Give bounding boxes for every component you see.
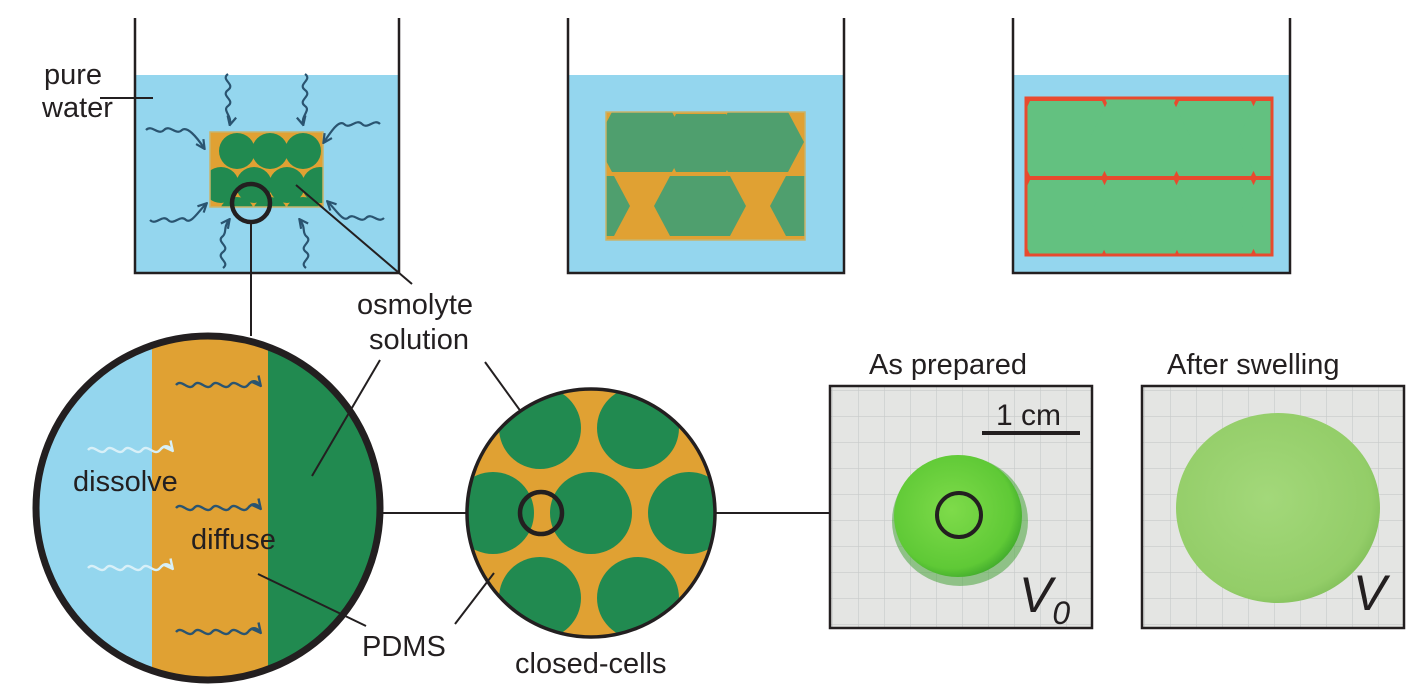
zoom-ring-3 [935, 491, 983, 539]
volume-v0: V0 [1019, 567, 1070, 631]
label-water: water [41, 92, 113, 124]
scale-bar-label: 1 cm [996, 399, 1061, 432]
title-as-prepared: As prepared [869, 349, 1027, 381]
volume-v0-main: V [1019, 567, 1057, 623]
water-influx-arrows [145, 73, 385, 269]
closed-cells-zoom [465, 387, 717, 639]
label-solution: solution [369, 324, 469, 356]
title-after-swelling: After swelling [1167, 349, 1339, 381]
label-diffuse: diffuse [191, 524, 276, 556]
label-pdms: PDMS [362, 631, 446, 663]
beaker-outline [1011, 18, 1292, 275]
label-pure: pure [44, 59, 102, 91]
photo-after-swelling: V [1140, 384, 1406, 630]
diffusion-arrows [175, 381, 260, 636]
volume-v: V [1353, 565, 1391, 621]
foam-block-swollen [1024, 96, 1274, 257]
zoom-frame [32, 332, 384, 684]
foam-block-swelling [605, 111, 806, 241]
beaker-outline [133, 18, 401, 275]
pdms-leaders [257, 572, 495, 627]
label-osmolyte: osmolyte [357, 289, 473, 321]
volume-v0-sub: 0 [1052, 595, 1070, 631]
beaker-swelling [566, 18, 846, 275]
photo-frame [828, 384, 1094, 630]
photo-as-prepared: 1 cm V0 [828, 384, 1094, 631]
beaker-initial [133, 18, 401, 275]
zoom-ring-2 [517, 489, 565, 537]
interface-zoom: dissolve diffuse [32, 332, 384, 684]
label-dissolve: dissolve [73, 466, 178, 498]
beaker-outline [566, 18, 846, 275]
label-closed-cells: closed-cells [515, 648, 667, 680]
sample-disk-swollen [1176, 413, 1380, 603]
dissolve-arrows [87, 446, 172, 572]
sample-disk-initial [894, 455, 1022, 577]
photo-frame [1140, 384, 1406, 630]
beaker-swollen [1011, 18, 1292, 275]
